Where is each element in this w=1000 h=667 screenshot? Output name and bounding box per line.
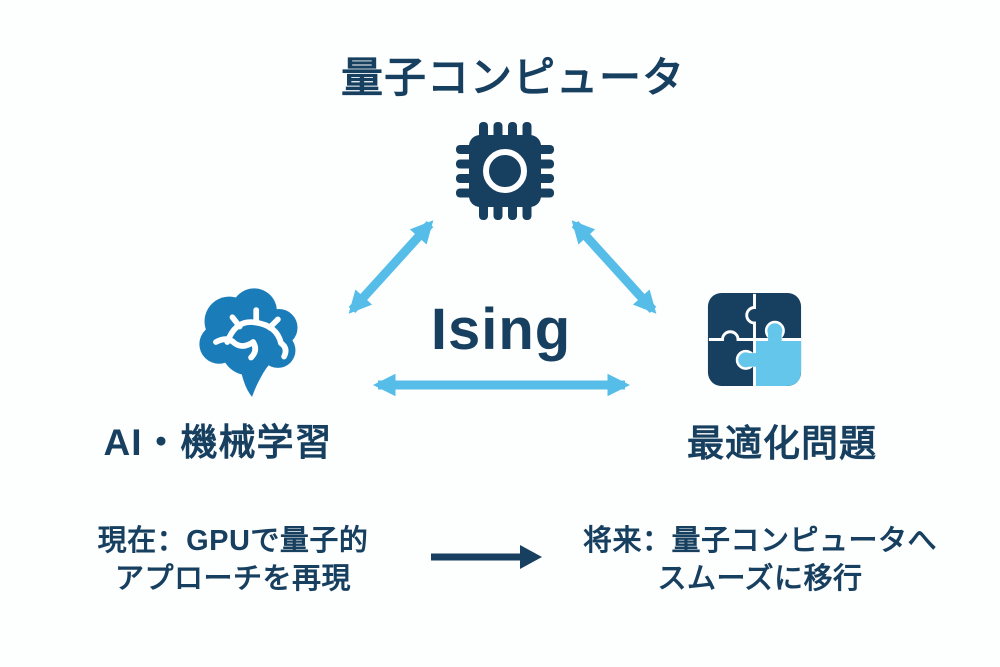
puzzle-icon: [706, 291, 803, 388]
right-arrow-icon: [428, 539, 544, 575]
quantum-computer-label: 量子コンピュータ: [340, 54, 686, 101]
footer-future-text: 将来：量子コンピュータへ スムーズに移行: [583, 522, 937, 598]
footer-future-line1: 将来：量子コンピュータへ: [582, 525, 938, 557]
optimization-label: 最適化問題: [687, 423, 877, 464]
footer-future-line2: スムーズに移行: [657, 563, 863, 595]
brain-icon: [188, 278, 312, 402]
ising-label: Ising: [430, 297, 572, 362]
footer-current-line1: 現在：GPUで量子的: [97, 525, 369, 557]
chip-icon: [450, 116, 560, 226]
ai-ml-label: AI・機械学習: [103, 422, 333, 463]
footer-current-line2: アプローチを再現: [114, 563, 351, 595]
footer-current-text: 現在：GPUで量子的 アプローチを再現: [98, 522, 369, 598]
